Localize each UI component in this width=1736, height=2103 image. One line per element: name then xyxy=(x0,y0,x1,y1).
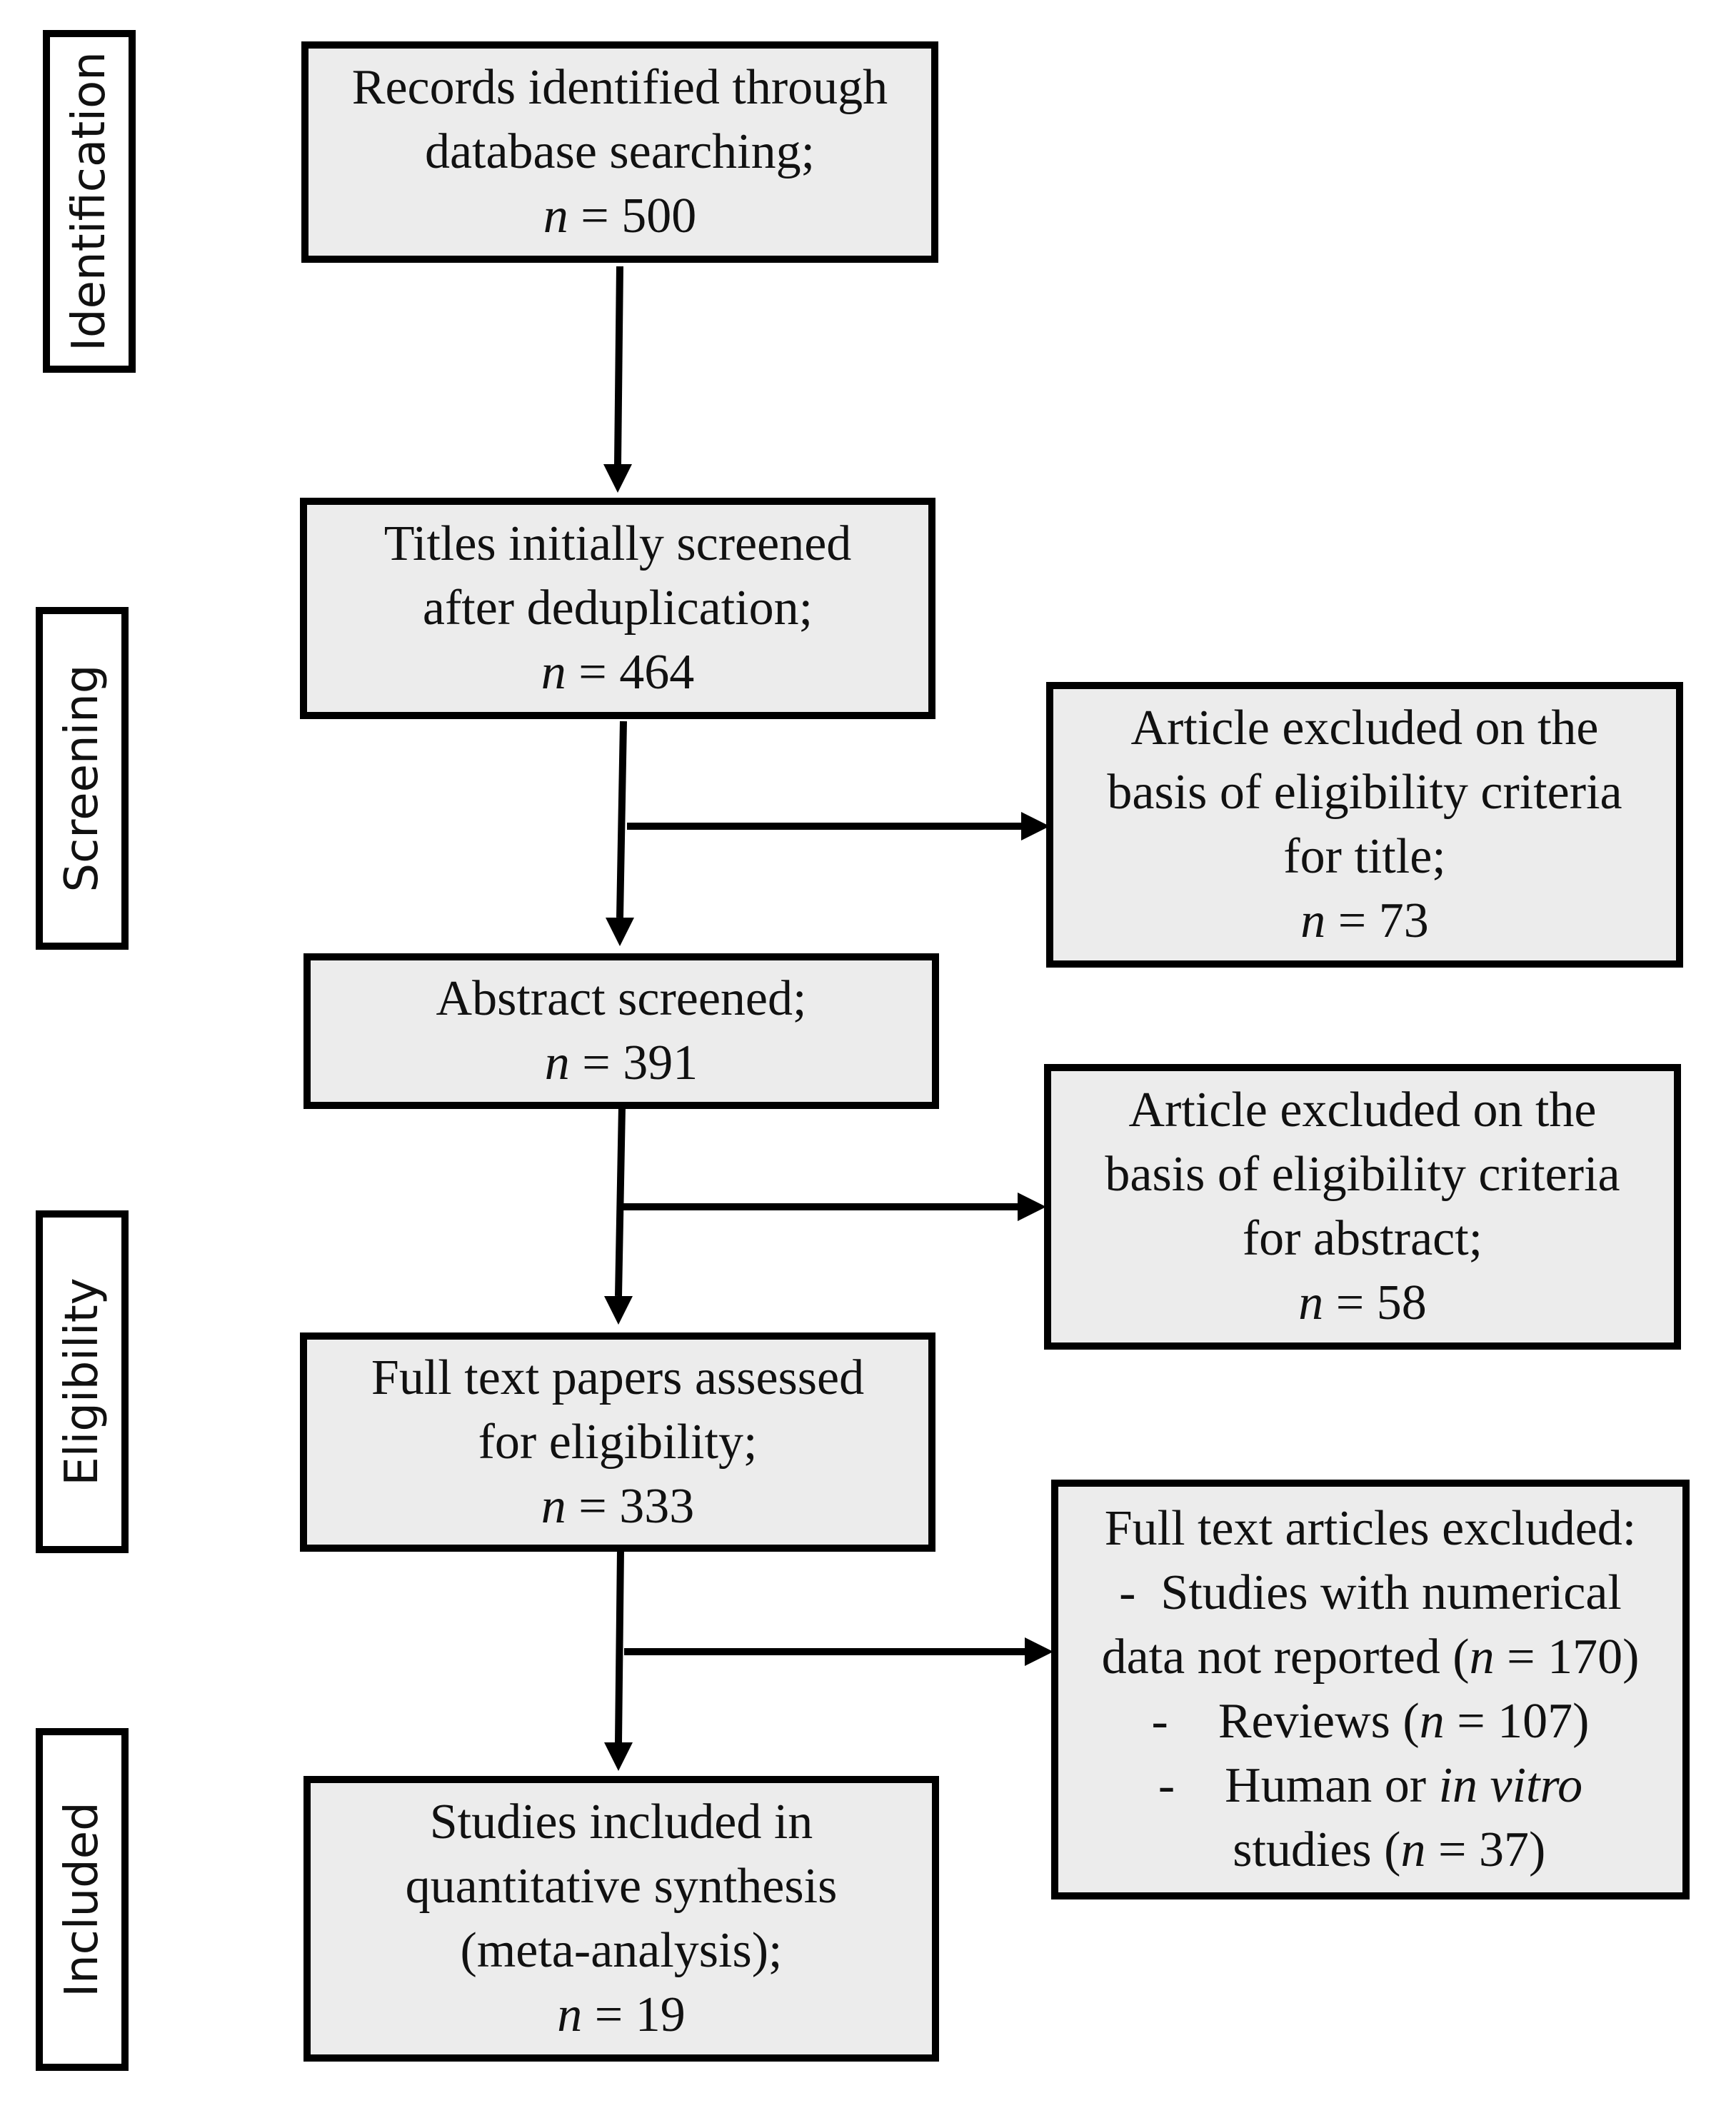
included-count: n = 19 xyxy=(557,1983,685,2047)
stage-label-identification: Identification xyxy=(43,30,136,373)
exclusion-item-human: - Human or in vitro xyxy=(1158,1754,1582,1818)
stage-label-included: Included xyxy=(36,1728,129,2071)
excluded-fulltext-box: Full text articles excluded: - Studies w… xyxy=(1051,1480,1690,1899)
records-count: n = 500 xyxy=(543,184,696,249)
excluded-abstract-line-3: for abstract; xyxy=(1242,1211,1483,1266)
arrowhead xyxy=(606,918,634,946)
fulltext-assessed-box: Full text papers assessed for eligibilit… xyxy=(300,1332,935,1552)
n-symbol: n xyxy=(557,1987,583,2042)
list-dash: - xyxy=(1119,1565,1136,1620)
exclusion-item-reviews-text: Reviews ( xyxy=(1218,1694,1420,1749)
n-symbol: n xyxy=(1298,1275,1324,1330)
excluded-abstract-box: Article excluded on the basis of eligibi… xyxy=(1044,1064,1681,1350)
excluded-abstract-count: n = 58 xyxy=(1298,1271,1426,1335)
abstract-screened-box: Abstract screened; n = 391 xyxy=(303,953,939,1109)
n-symbol: n xyxy=(1419,1694,1445,1749)
n-symbol: n xyxy=(1469,1630,1495,1685)
exclusion-item-human-text-2: studies ( xyxy=(1233,1822,1401,1877)
studies-included-box: Studies included in quantitative synthes… xyxy=(303,1776,939,2062)
stage-label-screening: Screening xyxy=(36,607,129,950)
records-line-2: database searching; xyxy=(424,124,816,179)
n-symbol: n xyxy=(541,1478,566,1534)
arrowhead xyxy=(1021,812,1050,840)
exclusion-item-numerical-text-2: data not reported ( xyxy=(1101,1630,1470,1685)
n-symbol: n xyxy=(543,189,568,244)
stage-label-eligibility: Eligibility xyxy=(36,1210,129,1553)
included-line-2: quantitative synthesis xyxy=(405,1859,838,1914)
arrowhead xyxy=(603,464,632,493)
list-dash: - xyxy=(1158,1758,1175,1813)
excluded-title-line-1: Article excluded on the xyxy=(1130,701,1599,756)
included-count-value: = 19 xyxy=(594,1987,686,2042)
excluded-abstract-line-1: Article excluded on the xyxy=(1128,1083,1597,1138)
n-symbol: n xyxy=(1400,1822,1426,1877)
stage-label-eligibility-text: Eligibility xyxy=(56,1278,109,1486)
exclusion-item-numerical-count: = 170) xyxy=(1507,1630,1640,1685)
arrowhead xyxy=(1018,1193,1046,1221)
exclusion-item-reviews-count: = 107) xyxy=(1457,1694,1590,1749)
excluded-abstract-count-value: = 58 xyxy=(1335,1275,1427,1330)
list-dash: - xyxy=(1151,1694,1168,1749)
records-line-1: Records identified through xyxy=(351,60,888,115)
included-line-3: (meta-analysis); xyxy=(460,1923,783,1978)
exclusion-item-numerical-cont: data not reported (n = 170) xyxy=(1102,1625,1640,1690)
titles-line-1: Titles initially screened xyxy=(383,516,852,571)
exclusion-item-reviews: - Reviews (n = 107) xyxy=(1152,1690,1590,1754)
exclusion-item-human-count: = 37) xyxy=(1438,1822,1546,1877)
abstract-count-value: = 391 xyxy=(582,1035,698,1090)
arrow-fulltext-to-included xyxy=(615,1549,624,1743)
arrowhead xyxy=(604,1296,633,1325)
records-count-value: = 500 xyxy=(581,189,697,244)
fulltext-count: n = 333 xyxy=(541,1475,694,1539)
excluded-title-box: Article excluded on the basis of eligibi… xyxy=(1046,682,1683,968)
n-symbol: n xyxy=(541,645,566,700)
stage-label-screening-text: Screening xyxy=(56,664,109,893)
excluded-abstract-line-2: basis of eligibility criteria xyxy=(1105,1147,1620,1202)
arrowhead xyxy=(604,1742,633,1771)
exclusion-item-numerical-text: Studies with numerical xyxy=(1160,1565,1622,1620)
n-symbol: n xyxy=(544,1035,570,1090)
abstract-line-1: Abstract screened; xyxy=(436,971,807,1026)
records-identified-box: Records identified through database sear… xyxy=(301,41,938,263)
fulltext-count-value: = 333 xyxy=(578,1478,695,1534)
exclusion-item-numerical: - Studies with numerical xyxy=(1119,1561,1622,1625)
excluded-title-line-3: for title; xyxy=(1283,829,1446,884)
excluded-fulltext-heading: Full text articles excluded: xyxy=(1104,1501,1637,1556)
n-symbol: n xyxy=(1300,893,1326,948)
titles-screened-box: Titles initially screened after deduplic… xyxy=(300,498,935,719)
stage-label-included-text: Included xyxy=(56,1802,109,1997)
arrow-records-to-titles xyxy=(614,266,623,465)
titles-count: n = 464 xyxy=(541,641,694,705)
stage-label-identification-text: Identification xyxy=(63,51,116,351)
arrow-titles-to-abstract xyxy=(616,721,627,918)
arrow-abstract-to-fulltext xyxy=(615,1106,626,1297)
titles-line-2: after deduplication; xyxy=(422,581,813,636)
titles-count-value: = 464 xyxy=(578,645,695,700)
abstract-count: n = 391 xyxy=(545,1031,698,1095)
exclusion-item-human-cont: studies (n = 37) xyxy=(1195,1818,1546,1882)
arrowhead xyxy=(1025,1637,1053,1666)
fulltext-line-2: for eligibility; xyxy=(478,1414,758,1470)
excluded-title-line-2: basis of eligibility criteria xyxy=(1107,765,1622,820)
exclusion-item-human-emphasis: in vitro xyxy=(1438,1758,1583,1813)
exclusion-item-human-text: Human or xyxy=(1225,1758,1427,1813)
excluded-title-count: n = 73 xyxy=(1300,889,1428,953)
excluded-title-count-value: = 73 xyxy=(1338,893,1429,948)
included-line-1: Studies included in xyxy=(429,1795,813,1849)
fulltext-line-1: Full text papers assessed xyxy=(371,1350,865,1405)
